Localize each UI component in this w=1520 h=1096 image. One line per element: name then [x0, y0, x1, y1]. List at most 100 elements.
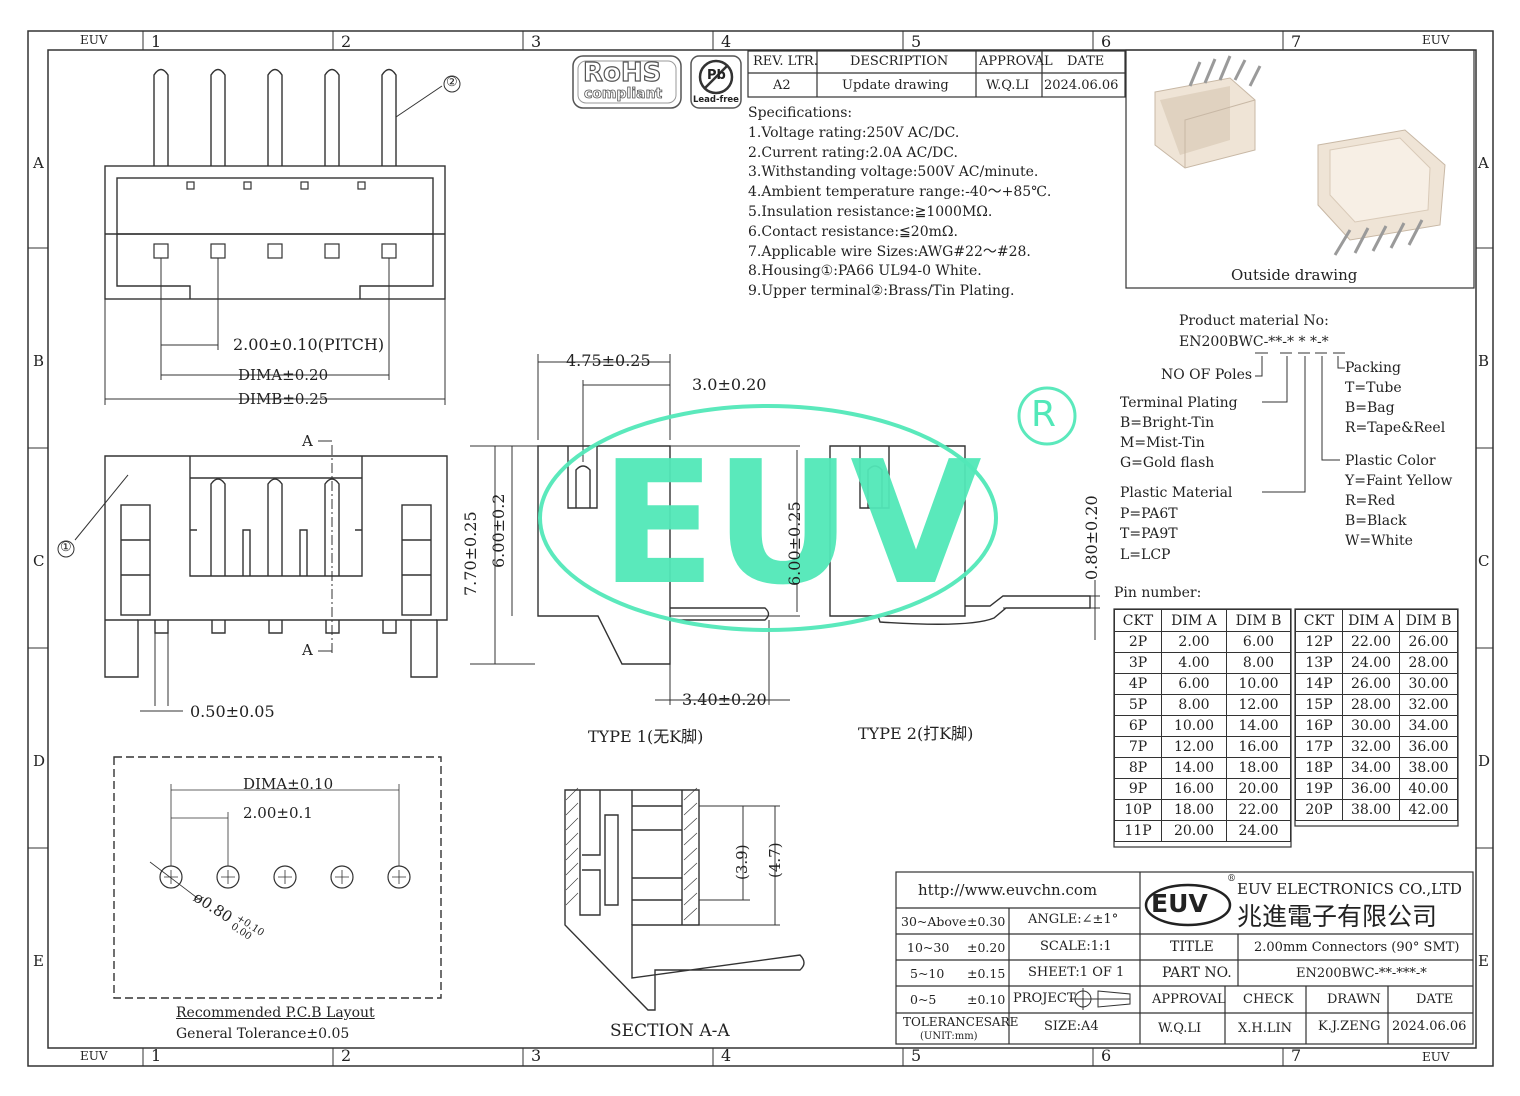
spec-item: 6.Contact resistance:≦20mΩ. — [748, 223, 958, 240]
plastic-color: Plastic Color Y=Faint Yellow R=Red B=Bla… — [1345, 451, 1452, 551]
leadfree-badge — [690, 55, 742, 109]
color-item: R=Red — [1345, 493, 1396, 509]
connector-photo-2 — [1317, 129, 1446, 256]
pin-cell: 2P — [1114, 631, 1162, 653]
pin-cell: 4.00 — [1161, 652, 1227, 674]
column-number: 4 — [721, 32, 732, 51]
row-letter: B — [1478, 352, 1490, 370]
terminal-item: G=Gold flash — [1120, 455, 1215, 471]
project-label: PROJECT — [1013, 991, 1076, 1006]
tol-footer: TOLERANCESARE — [903, 1015, 1019, 1029]
type2-side-view — [829, 445, 1100, 640]
rev-value: W.Q.LI — [986, 78, 1030, 93]
part-code-title: Product material No: — [1179, 313, 1329, 329]
rev-value: A2 — [773, 78, 791, 93]
plastic-material: Plastic Material P=PA6T T=PA9T L=LCP — [1120, 483, 1232, 565]
dim-475: 4.75±0.25 — [566, 351, 651, 370]
pin-cell: 34.00 — [1399, 715, 1458, 737]
pin-cell: 4P — [1114, 673, 1162, 695]
pin-cell: 42.00 — [1399, 799, 1458, 821]
pin-cell: 12P — [1295, 631, 1343, 653]
tol-value: ±0.10 — [967, 992, 1006, 1007]
spec-title: Specifications: — [748, 105, 853, 121]
watermark-text: EUV — [600, 425, 982, 623]
pin-cell: 15P — [1295, 694, 1343, 716]
material-item: P=PA6T — [1120, 505, 1178, 522]
dim-080: 0.80±0.20 — [1082, 495, 1101, 580]
pin-cell: 8P — [1114, 757, 1162, 779]
euv-watermark — [538, 386, 1077, 632]
pin-cell: 18P — [1295, 757, 1343, 779]
company-url: http://www.euvchn.com — [918, 881, 1098, 899]
column-number: 5 — [911, 1046, 922, 1065]
pin-cell: 19P — [1295, 778, 1343, 800]
spec-item: 9.Upper terminal②:Brass/Tin Plating. — [748, 283, 1015, 300]
pin-table-header: CKT — [1295, 609, 1343, 632]
pin-cell: 16.00 — [1161, 778, 1227, 800]
pin-cell: 14.00 — [1161, 757, 1227, 779]
pin-cell: 24.00 — [1342, 652, 1400, 674]
dim-section-47: (4.7) — [766, 842, 784, 878]
front-view — [57, 440, 448, 712]
corner-mark: EUV — [80, 1049, 108, 1063]
pin-table-header: DIM B — [1226, 609, 1291, 632]
scale: SCALE:1:1 — [1040, 939, 1112, 954]
no-poles-label: NO OF Poles — [1161, 367, 1253, 383]
color-title: Plastic Color — [1345, 453, 1436, 469]
pin-cell: 7P — [1114, 736, 1162, 758]
row-letter: E — [33, 952, 44, 970]
spec-item: 3.Withstanding voltage:500V AC/minute. — [748, 164, 1039, 181]
row-letter: D — [1478, 752, 1491, 770]
pin-cell: 16P — [1295, 715, 1343, 737]
pin-table-header: DIM B — [1399, 609, 1458, 632]
column-number: 2 — [341, 1046, 352, 1065]
callout-2: ② — [446, 75, 458, 90]
sign-value: X.H.LIN — [1238, 1021, 1292, 1036]
terminal-title: Terminal Plating — [1120, 395, 1238, 411]
pin-cell: 32.00 — [1399, 694, 1458, 716]
dim-30: 3.0±0.20 — [692, 375, 767, 394]
row-letter: B — [33, 352, 45, 370]
pin-cell: 12.00 — [1161, 736, 1227, 758]
packing-item: R=Tape&Reel — [1345, 420, 1446, 436]
pcb-dim-pitch: 2.00±0.1 — [243, 804, 313, 822]
sheet: SHEET:1 OF 1 — [1028, 965, 1125, 980]
row-letter: A — [33, 154, 44, 172]
pin-cell: 24.00 — [1226, 820, 1291, 842]
specifications: Specifications: 1.Voltage rating:250V AC… — [748, 104, 1051, 302]
pin-cell: 36.00 — [1399, 736, 1458, 758]
column-number: 7 — [1291, 1046, 1302, 1065]
section-mark-a: A — [302, 432, 313, 450]
rev-header: DATE — [1067, 54, 1105, 69]
pin-number-title: Pin number: — [1114, 585, 1202, 601]
spec-item: 2.Current rating:2.0A AC/DC. — [748, 144, 958, 161]
watermark-registered: R — [1031, 394, 1057, 435]
row-letter: A — [1478, 154, 1489, 172]
rev-value: 2024.06.06 — [1044, 78, 1119, 93]
packing-title: Packing — [1345, 360, 1401, 376]
sheet-size: SIZE:A4 — [1044, 1019, 1099, 1034]
pin-cell: 26.00 — [1399, 631, 1458, 653]
material-title: Plastic Material — [1120, 485, 1233, 501]
pin-cell: 8.00 — [1226, 652, 1291, 674]
terminal-plating: Terminal Plating B=Bright-Tin M=Mist-Tin… — [1120, 393, 1238, 473]
rev-header: APPROVAL — [979, 54, 1053, 69]
rohs-compliant-text: compliant — [584, 86, 663, 103]
pb-text: Pb — [707, 68, 726, 83]
pin-cell: 26.00 — [1342, 673, 1400, 695]
sign-value: W.Q.LI — [1158, 1021, 1202, 1036]
material-item: L=LCP — [1120, 546, 1171, 563]
pcb-caption: Recommended P.C.B Layout — [176, 1005, 375, 1021]
pin-cell: 16.00 — [1226, 736, 1291, 758]
sign-header: DATE — [1416, 992, 1454, 1007]
pin-table-header: DIM A — [1161, 609, 1227, 632]
pin-cell: 40.00 — [1399, 778, 1458, 800]
sign-header: CHECK — [1243, 992, 1294, 1007]
tol-unit: (UNIT:mm) — [920, 1031, 978, 1042]
color-item: Y=Faint Yellow — [1345, 473, 1453, 489]
pin-cell: 6.00 — [1226, 631, 1291, 653]
rev-header: DESCRIPTION — [850, 54, 949, 69]
sign-value: 2024.06.06 — [1392, 1019, 1467, 1034]
pin-cell: 10.00 — [1161, 715, 1227, 737]
